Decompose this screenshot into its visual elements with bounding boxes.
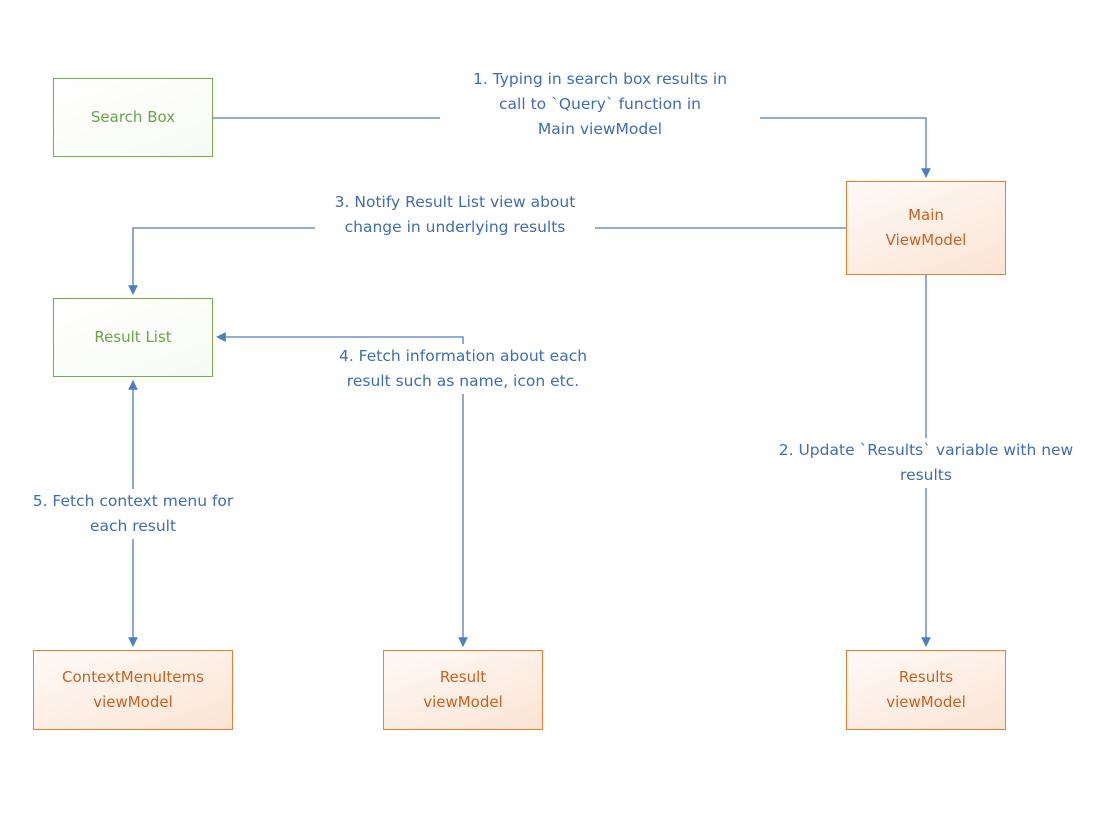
node-main-viewmodel: Main ViewModel: [846, 181, 1006, 275]
node-results-viewmodel-label: Results viewModel: [886, 668, 966, 711]
node-result-viewmodel: Result viewModel: [383, 650, 543, 730]
annotation-step3: 3. Notify Result List view about change …: [315, 190, 595, 240]
node-result-list: Result List: [53, 298, 213, 377]
node-contextmenuitems-viewmodel-label: ContextMenuItems viewModel: [62, 668, 204, 711]
node-results-viewmodel: Results viewModel: [846, 650, 1006, 730]
node-search-box: Search Box: [53, 78, 213, 157]
node-search-box-label: Search Box: [90, 108, 176, 126]
node-result-list-label: Result List: [94, 328, 172, 346]
node-main-viewmodel-label: Main ViewModel: [885, 206, 967, 249]
node-result-viewmodel-label: Result viewModel: [423, 668, 503, 711]
connector-step3-arrow: [128, 227, 846, 295]
node-contextmenuitems-viewmodel: ContextMenuItems viewModel: [33, 650, 233, 730]
connector-step4-arrow: [216, 332, 468, 647]
annotation-step2: 2. Update `Results` variable with new re…: [766, 438, 1086, 488]
annotation-step5: 5. Fetch context menu for each result: [13, 489, 253, 539]
annotation-step1: 1. Typing in search box results in call …: [440, 67, 760, 142]
annotation-step4: 4. Fetch information about each result s…: [318, 344, 608, 394]
